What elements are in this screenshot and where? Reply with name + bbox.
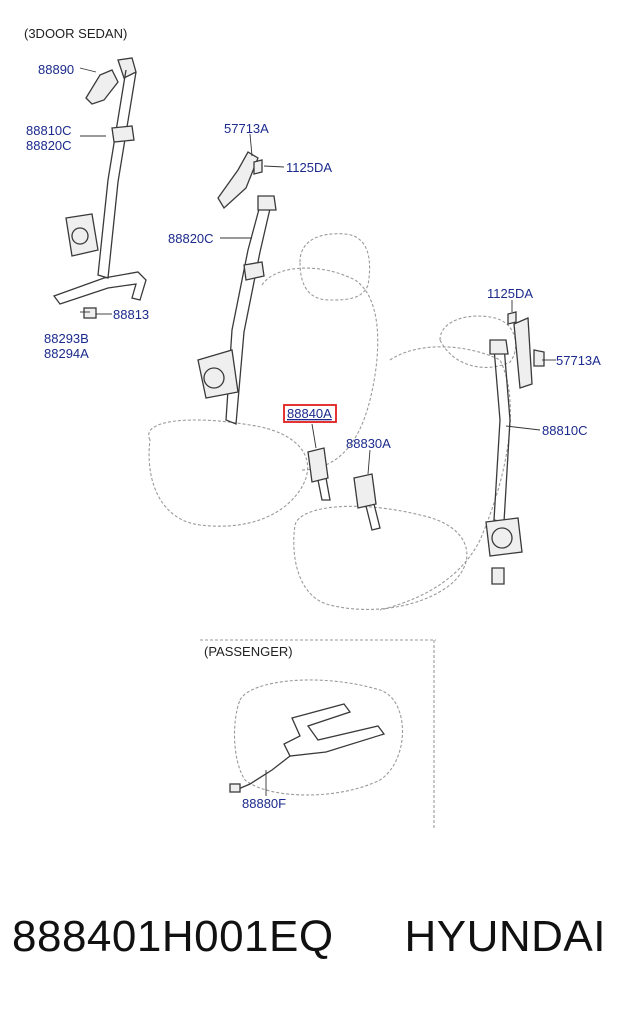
callout-57713a-right: 57713A — [556, 353, 601, 368]
callout-88294a: 88294A — [44, 346, 89, 361]
callout-88813: 88813 — [113, 307, 149, 322]
callout-88293b: 88293B — [44, 331, 89, 346]
callout-1125da-mid: 1125DA — [286, 160, 332, 175]
footer: 888401H001EQ HYUNDAI — [0, 912, 620, 976]
seat-belt-diagram: (3DOOR SEDAN) — [24, 26, 601, 830]
passenger-sensor-mat — [229, 679, 404, 796]
driver-belt-assembly — [197, 151, 277, 425]
callout-1125da-right: 1125DA — [487, 286, 533, 301]
buckle-88830a-part — [353, 473, 381, 531]
passenger-seat-outline — [293, 315, 517, 611]
leader-lines — [79, 67, 556, 796]
brand-name: HYUNDAI — [404, 912, 606, 961]
passenger-belt-assembly — [485, 311, 545, 585]
section-label-3door-sedan: (3DOOR SEDAN) — [24, 26, 127, 41]
section-label-passenger: (PASSENGER) — [204, 644, 293, 659]
callout-88840a[interactable]: 88840A — [287, 406, 332, 421]
callout-88810c-left: 88810C — [26, 123, 72, 138]
driver-seat-outline — [148, 233, 379, 527]
highlight-box-88840a — [283, 404, 337, 423]
buckle-88840a-part — [307, 447, 331, 501]
callout-88810c-right: 88810C — [542, 423, 588, 438]
part-number: 888401H001EQ — [12, 912, 334, 961]
callout-88880f: 88880F — [242, 796, 286, 811]
callout-88820c-mid: 88820C — [168, 231, 214, 246]
callout-88890: 88890 — [38, 62, 74, 77]
callout-88830a: 88830A — [346, 436, 391, 451]
callout-57713a-mid: 57713A — [224, 121, 269, 136]
left-belt-assembly — [52, 57, 147, 319]
callout-88820c-left: 88820C — [26, 138, 72, 153]
